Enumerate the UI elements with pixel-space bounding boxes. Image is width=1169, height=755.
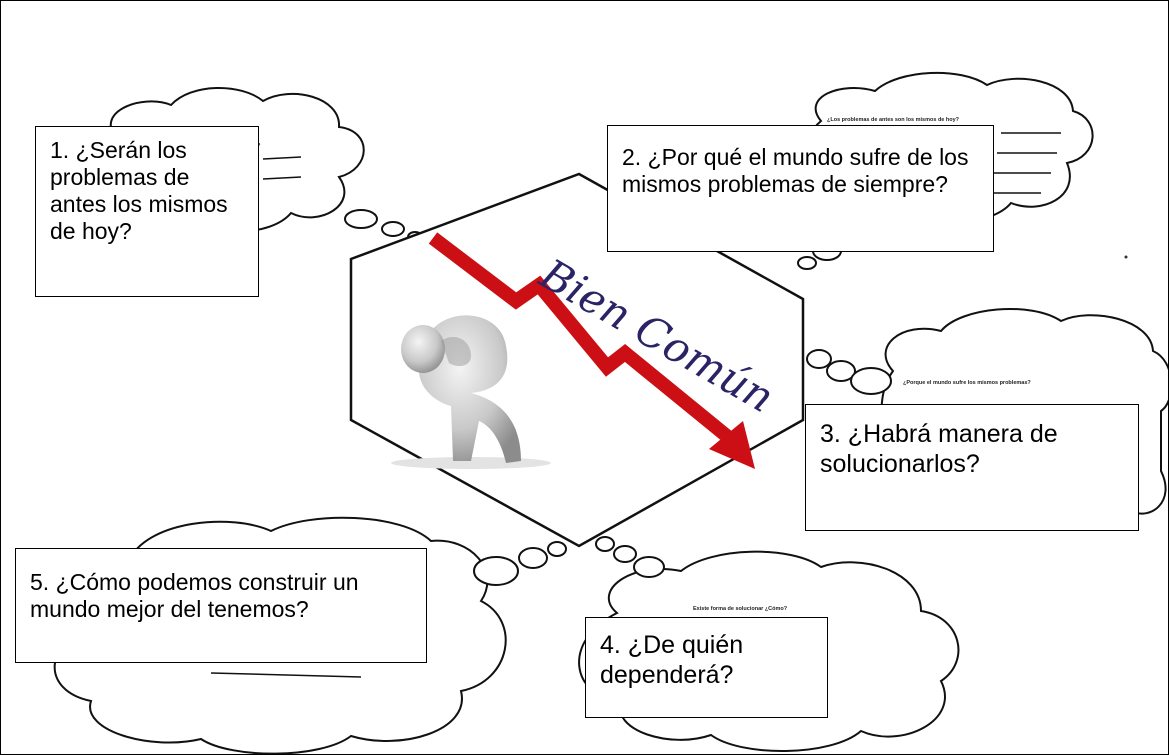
question-5-text: 5. ¿Cómo podemos construir un mundo mejo… xyxy=(30,569,359,622)
decline-arrow xyxy=(428,232,744,452)
cloud-bottom-center-caption: Existe forma de solucionar ¿Cómo? xyxy=(693,606,788,612)
cloud-right-caption: ¿Porque el mundo sufre los mismos proble… xyxy=(903,380,1031,386)
stressed-figure-image xyxy=(391,315,551,469)
question-3-text: 3. ¿Habrá manera de solucionarlos? xyxy=(820,420,1058,478)
question-box-3: 3. ¿Habrá manera de solucionarlos? xyxy=(805,404,1139,531)
question-1-text: 1. ¿Serán los problemas de antes los mis… xyxy=(50,137,228,244)
thought-bubbles-bottom-left xyxy=(473,541,567,586)
question-box-1: 1. ¿Serán los problemas de antes los mis… xyxy=(35,126,259,297)
question-4-text: 4. ¿De quién dependerá? xyxy=(600,631,744,689)
cloud-top-right-caption: ¿Los problemas de antes son los mismos d… xyxy=(827,117,960,123)
thought-bubbles-right xyxy=(806,349,892,395)
question-box-5: 5. ¿Cómo podemos construir un mundo mejo… xyxy=(15,548,427,663)
question-box-2: 2. ¿Por qué el mundo sufre de los mismos… xyxy=(607,125,994,252)
decline-arrow-head xyxy=(709,421,755,469)
thought-bubbles-bottom-center xyxy=(595,536,665,578)
question-2-text: 2. ¿Por qué el mundo sufre de los mismos… xyxy=(622,144,969,197)
question-box-4: 4. ¿De quién dependerá? xyxy=(585,617,828,718)
